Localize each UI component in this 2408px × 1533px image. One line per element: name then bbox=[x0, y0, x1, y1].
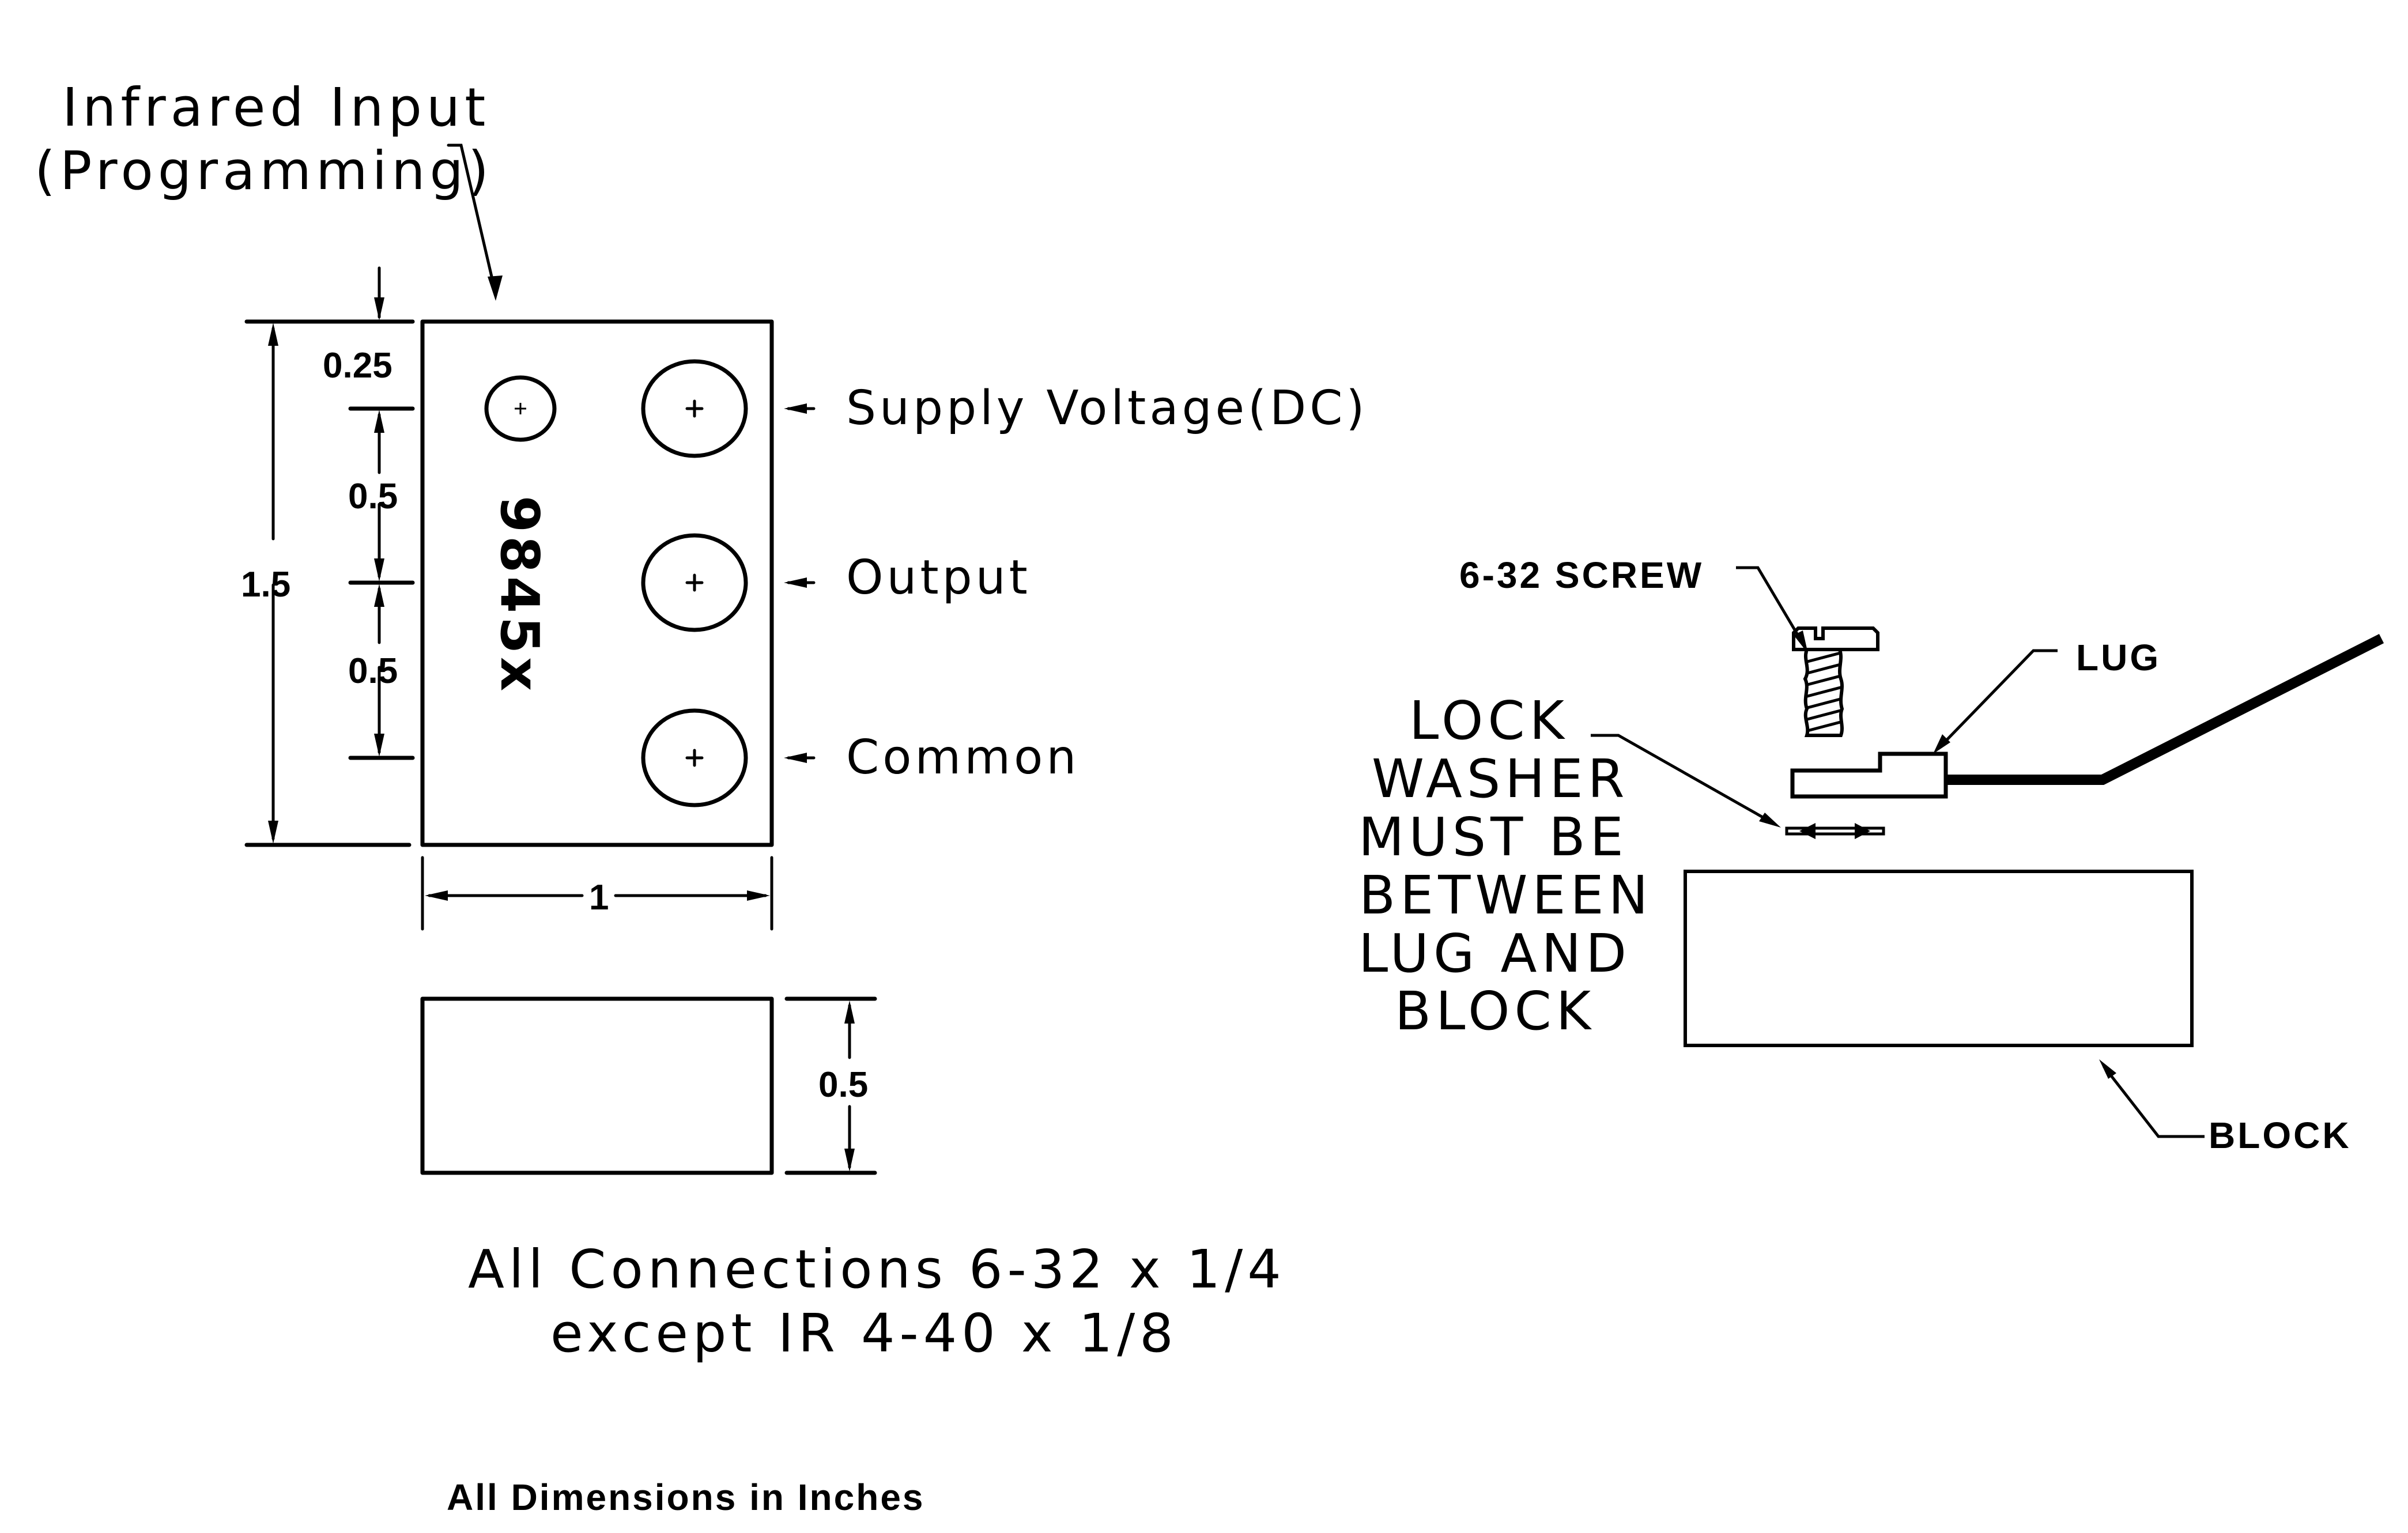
terminal-common bbox=[641, 708, 748, 807]
arrow-left-icon bbox=[425, 890, 448, 901]
dim-top-offset: 0.25 bbox=[323, 346, 392, 386]
arrow-right-icon bbox=[747, 890, 770, 901]
output-label: Output bbox=[846, 550, 1031, 605]
screw-label: 6-32 SCREW bbox=[1459, 554, 1704, 596]
center-mark-icon bbox=[685, 399, 704, 418]
arrow-down-icon bbox=[268, 821, 278, 844]
washer-note-line-3: MUST BE bbox=[1358, 806, 1628, 868]
width-dimension: 1 bbox=[421, 856, 773, 931]
washer-note-line-1: LOCK bbox=[1409, 690, 1569, 752]
dim-pitch-2: 0.5 bbox=[348, 651, 398, 691]
lug-label: LUG bbox=[2076, 637, 2161, 678]
arrow-head-icon bbox=[488, 275, 503, 301]
infrared-port bbox=[484, 375, 557, 442]
arrow-up-icon bbox=[844, 1000, 855, 1024]
arrow-down-icon bbox=[374, 297, 384, 320]
screw-icon bbox=[1792, 626, 1879, 737]
center-mark-icon bbox=[685, 749, 704, 767]
center-mark-icon bbox=[685, 573, 704, 592]
lock-washer-icon bbox=[1785, 823, 1885, 839]
arrow-left-icon bbox=[784, 403, 807, 414]
washer-note-line-2: WASHER bbox=[1372, 748, 1629, 810]
washer-note-line-5: LUG AND bbox=[1358, 923, 1631, 984]
terminal-supply bbox=[641, 359, 748, 458]
washer-note: LOCK WASHER MUST BE BETWEEN LUG AND BLOC… bbox=[1358, 690, 1781, 1042]
assembly-detail: 6-32 SCREW LUG LOCK WASHER MUST BE bbox=[1358, 554, 2384, 1156]
note-units: All Dimensions in Inches bbox=[447, 1477, 925, 1518]
arrow-up-icon bbox=[374, 584, 384, 607]
dim-pitch-1: 0.5 bbox=[348, 477, 398, 516]
dim-height: 1.5 bbox=[241, 565, 290, 605]
lug-icon bbox=[1790, 752, 1948, 799]
infrared-label-line2: (Programming) bbox=[35, 140, 493, 202]
vertical-dimensions: 1.5 0.25 0.5 0.5 bbox=[241, 266, 415, 847]
infrared-label-line1: Infrared Input bbox=[62, 77, 490, 138]
block-label: BLOCK bbox=[2209, 1115, 2352, 1156]
top-view: 9845x bbox=[420, 319, 774, 847]
arrow-up-icon bbox=[268, 323, 278, 346]
mounting-block bbox=[1684, 870, 2194, 1047]
module-body-top-view bbox=[420, 319, 774, 847]
arrow-down-icon bbox=[844, 1149, 855, 1172]
arrow-head-icon bbox=[1933, 734, 1950, 754]
side-view: 0.5 bbox=[420, 996, 877, 1175]
notes: All Connections 6-32 x 1/4 except IR 4-4… bbox=[447, 1239, 1286, 1518]
terminal-callouts: Supply Voltage(DC) Output Common bbox=[784, 381, 1368, 785]
arrow-down-icon bbox=[374, 558, 384, 582]
dim-thickness: 0.5 bbox=[818, 1065, 868, 1105]
center-mark-icon bbox=[515, 403, 526, 414]
arrow-head-icon bbox=[1759, 813, 1781, 828]
arrow-down-icon bbox=[374, 734, 384, 757]
arrow-up-icon bbox=[374, 410, 384, 433]
washer-note-line-6: BLOCK bbox=[1395, 980, 1595, 1042]
dim-width: 1 bbox=[589, 878, 609, 917]
arrow-left-icon bbox=[784, 753, 807, 763]
module-body-side-view bbox=[420, 996, 774, 1175]
infrared-callout: Infrared Input (Programming) bbox=[35, 77, 503, 301]
part-number: 9845x bbox=[489, 496, 550, 694]
arrow-left-icon bbox=[784, 577, 807, 588]
terminal-output bbox=[641, 533, 748, 632]
washer-note-line-4: BETWEEN bbox=[1359, 864, 1653, 926]
wire bbox=[1947, 633, 2384, 785]
supply-label: Supply Voltage(DC) bbox=[846, 381, 1368, 436]
common-label: Common bbox=[846, 730, 1080, 785]
note-connections-line1: All Connections 6-32 x 1/4 bbox=[468, 1239, 1286, 1300]
note-connections-line2: except IR 4-40 x 1/8 bbox=[550, 1302, 1178, 1364]
arrow-head-icon bbox=[2099, 1059, 2116, 1079]
